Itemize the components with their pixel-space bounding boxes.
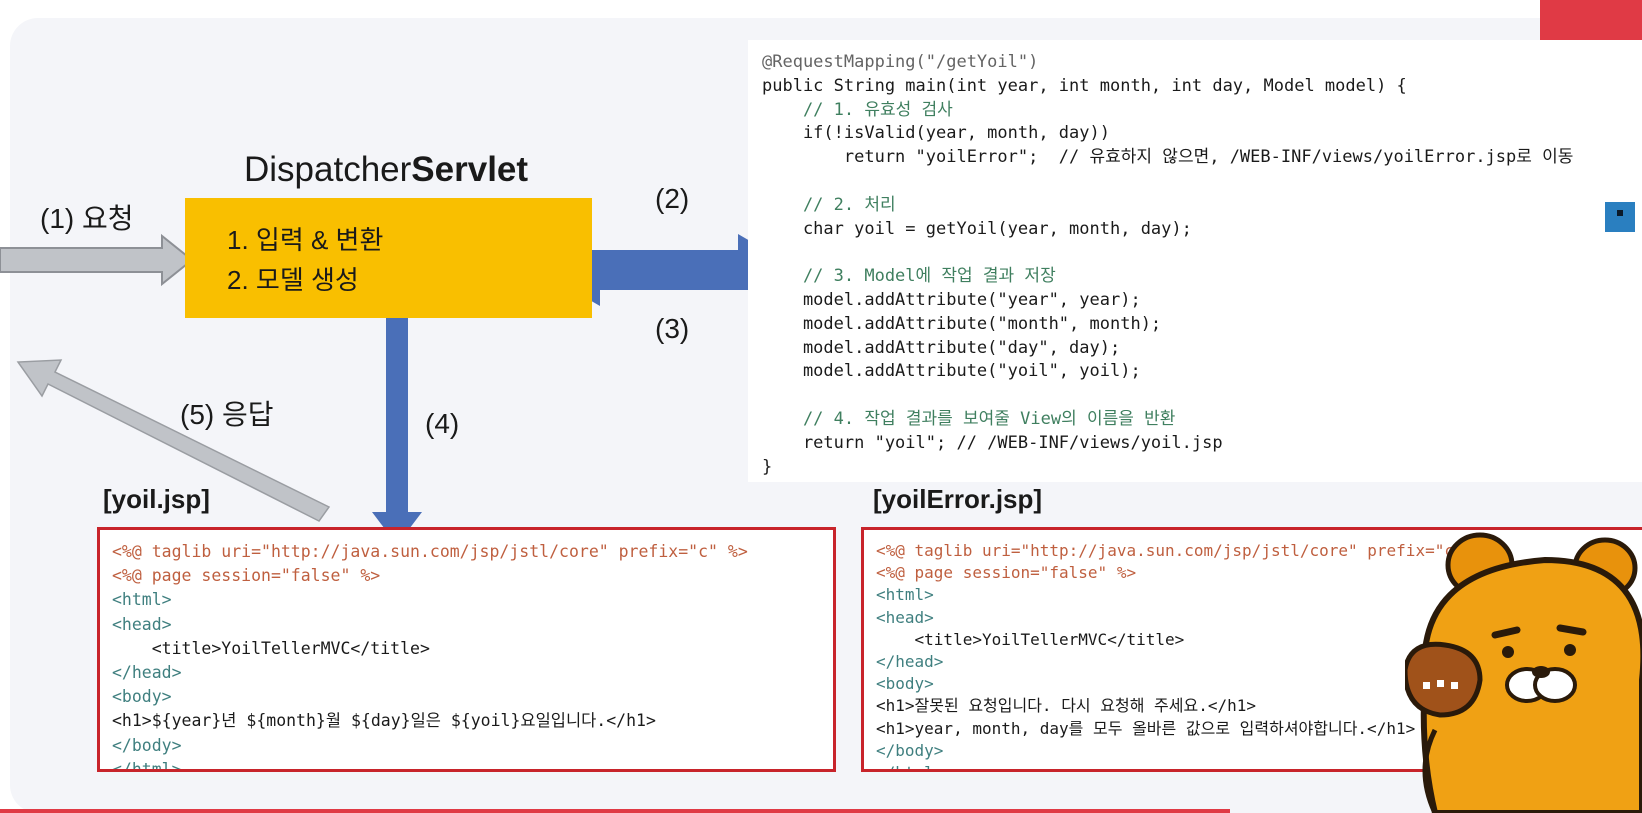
jsp-line: </body> (112, 735, 182, 755)
dispatcher-servlet-title: DispatcherServlet (244, 150, 529, 189)
jsp-line: </html> (876, 763, 943, 769)
jsp-line: <h1>잘못된 요청입니다. 다시 요청해 주세요.</h1> (876, 696, 1257, 716)
request-label: (1) 요청 (40, 203, 134, 234)
code-line: return "yoil"; // /WEB-INF/views/yoil.js… (762, 432, 1223, 453)
bottom-accent-line (0, 809, 1230, 813)
lion-mascot-image (1405, 532, 1642, 813)
code-line: // 1. 유효성 검사 (762, 99, 953, 120)
code-line: model.addAttribute("month", month); (762, 313, 1162, 334)
step4-label: (4) (425, 408, 460, 439)
jsp-line: <html> (876, 585, 934, 605)
step-model-creation: 2. 모델 생성 (227, 265, 359, 295)
code-line: // 4. 작업 결과를 보여줄 View의 이름을 반환 (762, 408, 1176, 429)
code-line: } (762, 456, 773, 477)
jsp-line: <title>YoilTellerMVC</title> (876, 629, 1185, 649)
jsp-line: <title>YoilTellerMVC</title> (112, 638, 430, 658)
jsp-line: </head> (112, 663, 182, 683)
jsp-line: <body> (876, 674, 934, 694)
code-line: // 2. 처리 (762, 194, 896, 215)
controller-code: @RequestMapping("/getYoil") public Strin… (762, 51, 1573, 479)
step2-label: (2) (655, 183, 690, 214)
code-line: if(!isValid(year, month, day)) (762, 123, 1110, 144)
jsp-line: <%@ page session="false" %> (112, 566, 381, 586)
response-label: (5) 응답 (180, 399, 274, 430)
code-line: model.addAttribute("yoil", yoil); (762, 361, 1141, 382)
dispatcher-servlet-box: 1. 입력 & 변환 2. 모델 생성 (185, 198, 592, 318)
controller-code-panel: @RequestMapping("/getYoil") public Strin… (748, 40, 1642, 482)
jsp-line: <body> (112, 687, 172, 707)
code-line: char yoil = getYoil(year, month, day); (762, 218, 1192, 239)
corner-accent-tab (1540, 0, 1642, 42)
code-line: model.addAttribute("year", year); (762, 289, 1141, 310)
yoil-jsp-code: <%@ taglib uri="http://java.sun.com/jsp/… (112, 540, 748, 772)
step3-label: (3) (655, 313, 690, 344)
jsp-line: <%@ taglib uri="http://java.sun.com/jsp/… (876, 541, 1493, 560)
jsp-line: </html> (112, 759, 182, 772)
yoil-error-jsp-title: [yoilError.jsp] (873, 484, 1043, 514)
code-line: @RequestMapping("/getYoil") (762, 52, 1039, 72)
yoil-jsp-title: [yoil.jsp] (103, 484, 210, 514)
jsp-line: </body> (876, 740, 944, 760)
jsp-line: <%@ page session="false" %> (876, 563, 1137, 583)
side-tool-icon (1605, 202, 1635, 232)
jsp-line: </head> (876, 652, 944, 672)
yoil-jsp-code-panel: <%@ taglib uri="http://java.sun.com/jsp/… (97, 527, 836, 772)
jsp-line: <h1>${year}년 ${month}월 ${day}일은 ${yoil}요… (112, 711, 656, 731)
code-line: return "yoilError"; // 유효하지 않으면, /WEB-IN… (762, 147, 1574, 168)
code-line: public String main(int year, int month, … (762, 75, 1407, 96)
code-line: model.addAttribute("day", day); (762, 337, 1121, 358)
jsp-line: <h1>year, month, day를 모두 올바른 값으로 입력하셔야합니… (876, 718, 1416, 738)
jsp-line: <html> (112, 590, 172, 610)
code-line: // 3. Model에 작업 결과 저장 (762, 266, 1056, 287)
yoil-error-jsp-code: <%@ taglib uri="http://java.sun.com/jsp/… (876, 540, 1493, 769)
jsp-line: <head> (112, 614, 172, 634)
jsp-line: <head> (876, 607, 934, 627)
step-input-conversion: 1. 입력 & 변환 (227, 225, 384, 255)
jsp-line: <%@ taglib uri="http://java.sun.com/jsp/… (112, 542, 748, 561)
